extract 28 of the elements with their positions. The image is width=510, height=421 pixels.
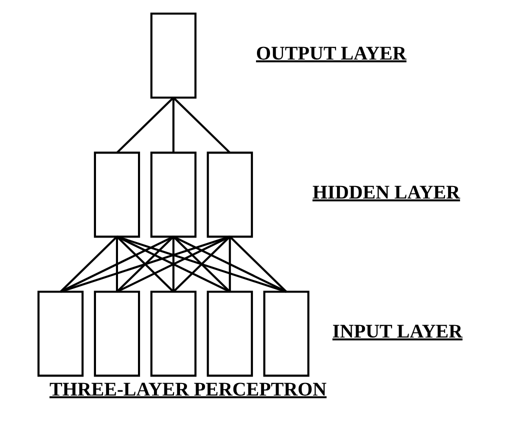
connector [116,236,118,292]
connector [172,236,287,293]
node-box [263,290,310,377]
connector [228,236,231,292]
caption: THREE-LAYER PERCEPTRON [50,379,327,400]
connector [172,236,174,292]
node-box [150,12,196,99]
label: OUTPUT LAYER [256,43,406,64]
label: HIDDEN LAYER [312,182,460,204]
node-box [206,290,253,377]
connector [172,96,231,154]
connector [116,236,174,292]
connector [60,236,230,293]
node-box [37,290,84,377]
connector [60,236,118,292]
node-box [150,152,196,238]
connector [116,96,174,154]
connector [172,236,231,292]
node-box [94,152,140,238]
node-box [94,290,140,377]
connector [172,98,174,153]
node-box [206,152,253,238]
connector [116,236,287,293]
node-box [150,290,196,377]
connector [60,236,174,293]
connector [116,236,230,293]
connector [229,236,288,292]
label: INPUT LAYER [332,321,463,342]
